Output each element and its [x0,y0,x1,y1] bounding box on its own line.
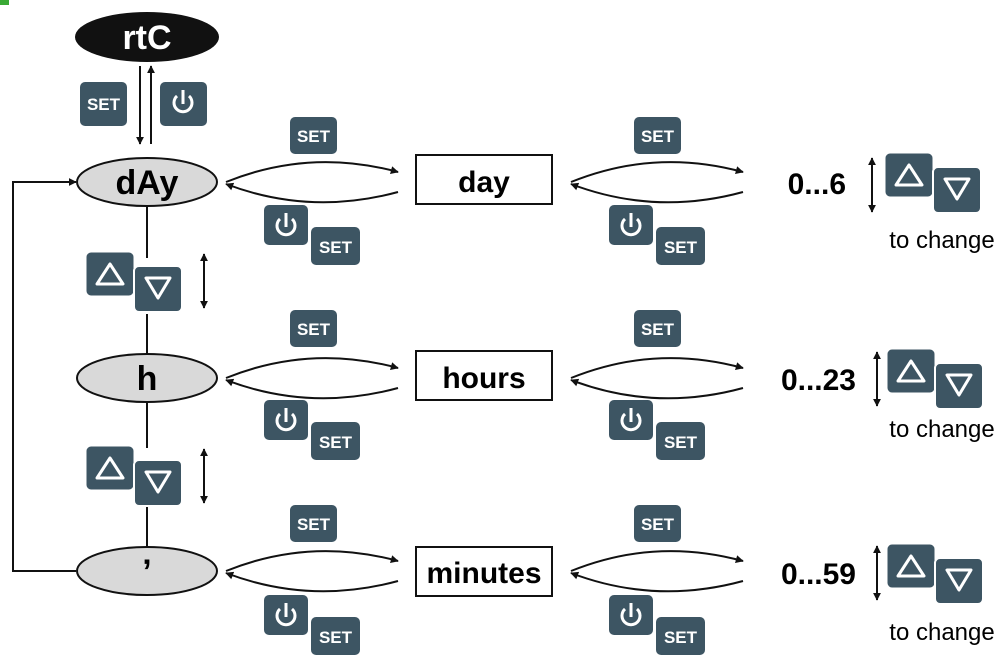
triangle-down-icon [945,373,973,397]
svg-text:SET: SET [641,515,675,534]
triangle-down-icon [943,177,971,201]
power-icon [275,213,297,237]
param-oval [76,546,218,596]
power-icon [172,90,194,114]
arrow-right [570,550,744,572]
up-key [85,445,135,491]
arrow-left [225,378,399,400]
param-oval [76,157,218,207]
value-range: 0...59 [781,558,856,591]
up-down-keys [85,445,183,507]
svg-text:SET: SET [297,320,331,339]
svg-text:SET: SET [319,628,353,647]
triangle-up-icon [95,456,125,480]
svg-text:SET: SET [297,127,331,146]
up-key [886,348,936,394]
power-set-keys: SET [609,400,705,460]
down-key [932,166,982,214]
power-set-keys: SET [264,595,360,655]
param-row-hours: h SET SET hours SET [76,310,995,460]
power-set-keys: SET [609,595,705,655]
change-hint: to change [889,416,994,443]
menu-rtc-label: rtC [122,19,171,57]
svg-text:SET: SET [664,433,698,452]
set-key: SET [634,117,681,154]
set-key: SET [290,310,337,347]
power-set-keys: SET [264,205,360,265]
svg-text:SET: SET [297,515,331,534]
param-name: hours [442,362,525,395]
svg-text:SET: SET [664,238,698,257]
svg-text:SET: SET [87,95,121,114]
set-key: SET [634,310,681,347]
arrow-left [570,378,744,400]
power-key [160,82,207,126]
arrow-right [225,161,399,183]
param-name-box [415,546,553,597]
caption-mark [0,0,9,5]
param-name-box [415,350,553,401]
down-key [934,557,984,605]
param-name: minutes [426,557,541,590]
down-key [934,362,984,410]
power-icon [620,213,642,237]
arrow-left [570,182,744,204]
triangle-up-icon [894,163,924,187]
set-key: SET [290,117,337,154]
svg-text:SET: SET [641,320,675,339]
set-key: SET [290,505,337,542]
svg-text:SET: SET [641,127,675,146]
value-range: 0...23 [781,364,856,397]
arrow-left [570,571,744,593]
up-key [85,251,135,297]
param-row-day: dAy SET SET day SET [76,117,995,265]
down-key [133,459,183,507]
param-oval [76,353,218,403]
power-icon [275,603,297,627]
svg-text:SET: SET [319,433,353,452]
svg-text:SET: SET [664,628,698,647]
param-code: h [137,360,158,398]
change-hint: to change [889,227,994,254]
up-key [886,543,936,589]
up-down-keys [884,152,982,214]
up-down-keys [85,251,183,313]
up-key [884,152,934,198]
triangle-down-icon [945,568,973,592]
arrow-right [570,357,744,379]
param-code: dAy [116,164,179,202]
triangle-up-icon [896,359,926,383]
loop-back-arrow [12,178,77,572]
param-name: day [458,166,510,199]
arrow-left [225,571,399,593]
power-set-keys: SET [264,400,360,460]
power-icon [620,408,642,432]
param-row-minutes: ’ SET SET minutes SET [76,505,995,655]
set-key: SET [80,82,127,126]
param-code: ’ [142,553,151,591]
triangle-up-icon [896,554,926,578]
menu-rtc: rtC [75,12,219,62]
up-down-keys [886,543,984,605]
arrow-right [225,550,399,572]
set-key: SET [634,505,681,542]
power-set-keys: SET [609,205,705,265]
param-name-box [415,154,553,205]
power-icon [275,408,297,432]
arrow-right [225,357,399,379]
down-key [133,265,183,313]
power-icon [620,603,642,627]
up-down-keys [886,348,984,410]
triangle-down-icon [144,470,172,494]
triangle-up-icon [95,262,125,286]
change-hint: to change [889,619,994,646]
svg-text:SET: SET [319,238,353,257]
menu-rtc-oval [75,12,219,62]
value-range: 0...6 [788,168,846,201]
arrow-right [570,161,744,183]
arrow-left [225,182,399,204]
triangle-down-icon [144,276,172,300]
